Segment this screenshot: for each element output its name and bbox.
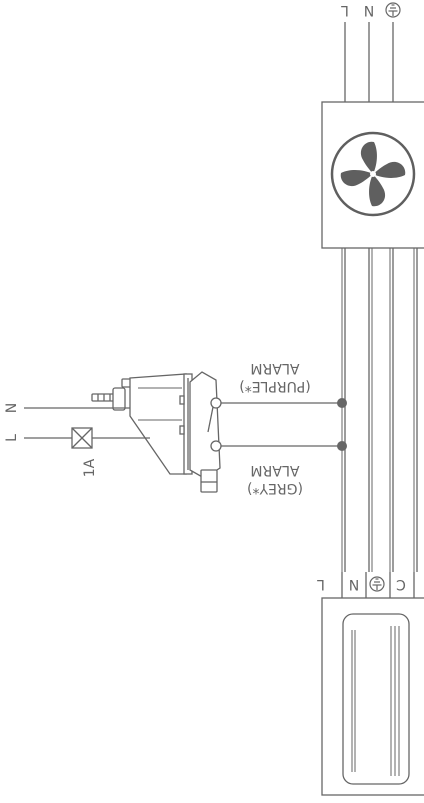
indoor-terminals: L N C [317,576,406,592]
earth-icon [385,2,401,18]
alarm-grey-line1: (GREY*) [247,480,303,496]
indoor-terminal-neutral: N [349,576,359,592]
indoor-terminal-live: L [317,576,325,592]
alarm-grey-label: (GREY*) ALARM [247,462,303,496]
indoor-unit-icon [321,597,424,796]
indoor-terminal-comms: C [396,576,406,592]
alarm-purple-label: (PURPLE*) ALARM [239,360,310,394]
junction-dot-grey [337,441,347,451]
alarm-purple-line2: ALARM [250,360,299,376]
fan-unit-box [321,101,424,249]
fan-unit [321,101,424,249]
left-supply-live: L [4,434,20,442]
fuse-rating: 1A [82,458,98,477]
cable-bundle [341,248,418,572]
earth-icon [369,576,385,592]
top-terminals: L N [341,2,401,18]
top-terminal-live: L [341,2,349,18]
junction-dot-purple [337,398,347,408]
fuse-icon [71,427,93,449]
left-supply-neutral: N [4,403,20,413]
top-terminal-neutral: N [364,2,374,18]
left-supply: N L 1A [4,403,150,477]
alarm-wires [216,402,342,447]
fan-icon [330,131,416,217]
top-wires [344,22,394,102]
alarm-purple-line1: (PURPLE*) [239,378,310,394]
alarm-grey-line2: ALARM [250,462,299,478]
condensate-pump-icon [91,371,222,493]
indoor-terminal-wires [341,572,415,598]
